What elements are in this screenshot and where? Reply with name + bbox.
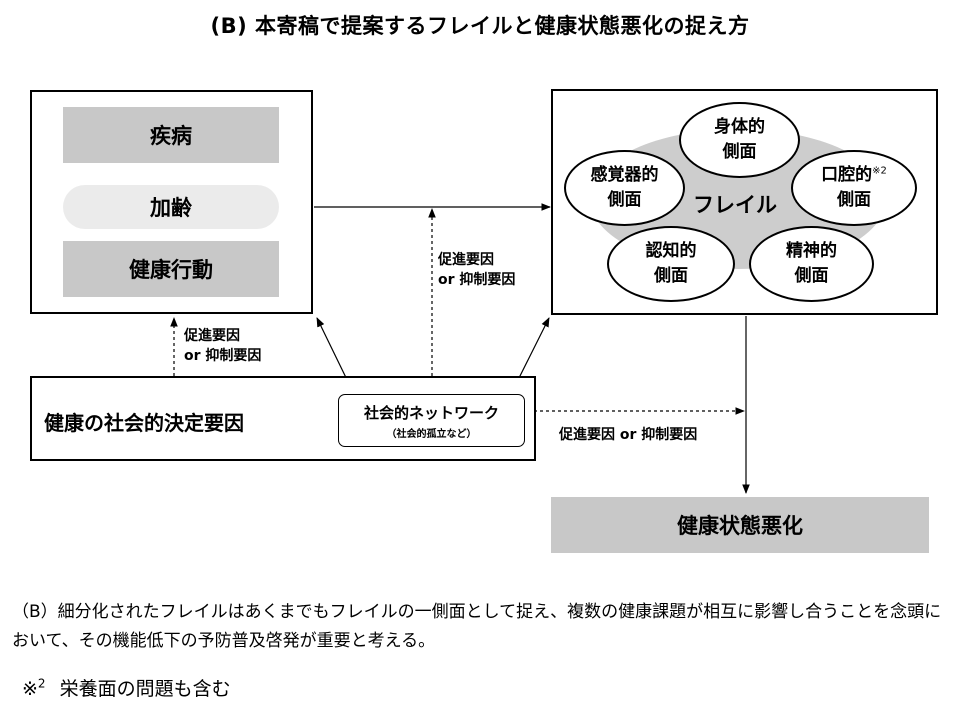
frailty-center-label: フレイル [693,193,777,217]
aspect-sensory-line1: 感覚器的 [590,165,659,186]
aspect-cognitive-line2: 側面 [654,266,688,286]
aspect-physical-line1: 身体的 [714,117,765,138]
factor-label-left-line2: or 抑制要因 [184,348,262,365]
footnote-number: 2 [37,676,46,691]
aging-pill: 加齢 [63,185,279,229]
figure-title: (B) 本寄稿で提案するフレイルと健康状態悪化の捉え方 [210,14,750,38]
aspect-cognitive-line1: 認知的 [645,241,697,262]
outcome-health-deterioration: 健康状態悪化 [551,497,929,553]
social-determinants-label: 健康の社会的決定要因 [44,411,244,435]
factor-label-middle: 促進要因 or 抑制要因 [438,250,515,291]
aspect-cognitive: 認知的 側面 [607,226,735,302]
aspect-oral-line2: 側面 [837,190,871,210]
social-determinants-box: 健康の社会的決定要因 社会的ネットワーク （社会的孤立など） [30,376,536,461]
figure-caption: （B）細分化されたフレイルはあくまでもフレイルの一側面として捉え、複数の健康課題… [12,602,942,652]
social-network-box: 社会的ネットワーク （社会的孤立など） [338,394,525,447]
aspect-sensory-line2: 側面 [607,190,642,210]
footnote-mark: ※ [22,678,38,700]
aspect-sensory: 感覚器的 側面 [564,150,685,226]
aspect-mental-line2: 側面 [794,266,829,286]
footnote-text: 栄養面の問題も含む [59,678,231,700]
disease-bar: 疾病 [63,107,279,163]
aspect-mental-line1: 精神的 [786,241,837,262]
aspect-oral-text: 口腔的 [821,165,873,186]
factor-label-outcome: 促進要因 or 抑制要因 [559,427,698,443]
factor-label-left: 促進要因 or 抑制要因 [184,326,261,367]
factor-label-middle-line1: 促進要因 [438,252,494,268]
social-network-title: 社会的ネットワーク [363,404,499,422]
social-network-subtitle: （社会的孤立など） [386,429,477,440]
health-behavior-bar: 健康行動 [63,241,279,297]
aspect-oral-footnote-mark: ※2 [872,165,887,177]
aspect-oral-line1: 口腔的※2 [821,163,887,188]
aspect-physical: 身体的 側面 [679,102,800,178]
footnote: ※2 栄養面の問題も含む [22,674,231,701]
aspect-oral: 口腔的※2 側面 [791,150,917,226]
aspect-mental: 精神的 側面 [749,226,874,302]
aspect-physical-line2: 側面 [722,142,757,162]
health-status-box: 疾病 加齢 健康行動 [30,90,313,314]
factor-label-left-line1: 促進要因 [184,328,240,344]
frailty-box: フレイル 身体的 側面 感覚器的 側面 口腔的※2 側面 認知的 側面 精神的 … [551,89,938,315]
factor-label-middle-line2: or 抑制要因 [438,272,516,289]
